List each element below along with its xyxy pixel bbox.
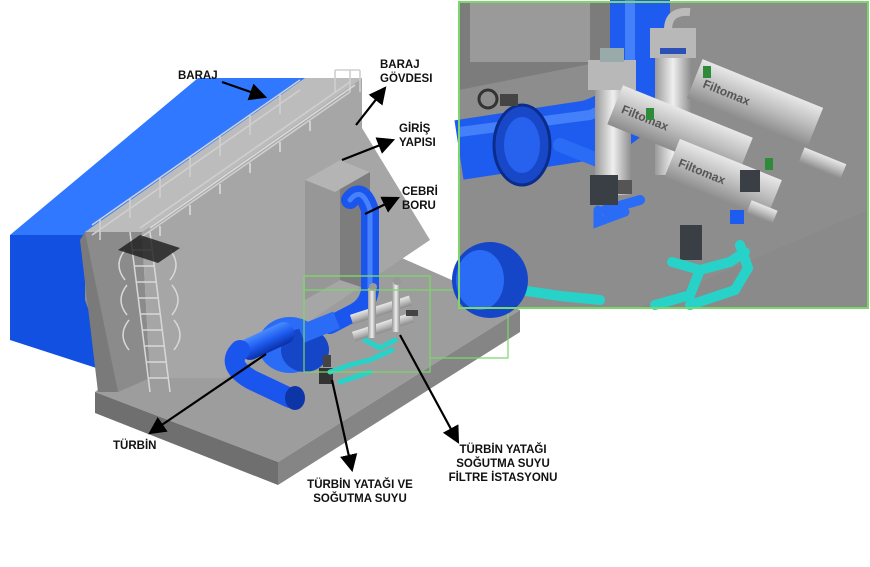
label-filtre-istasyonu: TÜRBİN YATAĞI SOĞUTMA SUYU FİLTRE İSTASY…	[448, 444, 558, 484]
ladder-platform	[118, 235, 180, 263]
valve-dark-2	[323, 355, 331, 367]
turbine	[224, 311, 340, 410]
inset-outlet-2	[746, 200, 778, 224]
arrow-turbin	[148, 353, 267, 435]
dam-railing	[91, 69, 361, 240]
arrow-filtre	[399, 334, 460, 444]
label-giris-yapisi: GİRİŞ YAPISI	[399, 123, 436, 149]
zoom-inset: Filtomax Filtomax Filtomax	[452, 0, 869, 318]
filter-station-mini	[349, 277, 418, 342]
inset-filter-cylinder-3: Filtomax	[664, 138, 782, 220]
foundation-right	[278, 310, 520, 485]
intake-structure-top	[305, 160, 370, 192]
foundation-front	[95, 392, 278, 485]
filter-highlight-box	[303, 275, 431, 373]
ladder	[118, 231, 181, 393]
reservoir-water-top	[10, 78, 305, 235]
dam-scene	[10, 69, 520, 485]
inset-handwheel	[477, 88, 499, 110]
dam-spillway-slope	[80, 232, 118, 392]
dam-railing-front	[149, 84, 356, 236]
leader-arrows	[148, 80, 460, 473]
dam-body-left	[85, 232, 150, 392]
inset-outlet-1	[798, 147, 847, 180]
intake-structure-front	[305, 160, 340, 300]
label-baraj-govdesi: BARAJ GÖVDESI	[380, 59, 433, 85]
inset-cooling-pipes	[475, 240, 754, 310]
label-cebri-boru: CEBRİ BORU	[402, 186, 438, 212]
cooling-pipe-left	[327, 337, 398, 385]
arrow-baraj-govdesi	[355, 86, 387, 126]
inset-filter-cylinder-2: Filtomax	[686, 59, 824, 147]
label-turbin: TÜRBİN	[113, 440, 157, 452]
arrow-baraj	[221, 80, 268, 101]
inset-frame	[458, 1, 869, 309]
dam-body-top	[85, 78, 362, 232]
arrow-yatak	[330, 379, 358, 473]
label-baraj: BARAJ	[178, 70, 218, 82]
arrow-giris	[341, 137, 396, 162]
label-yatak-sogutma: TÜRBİN YATAĞI VE SOĞUTMA SUYU	[307, 479, 413, 505]
arrow-cebri	[364, 196, 400, 215]
